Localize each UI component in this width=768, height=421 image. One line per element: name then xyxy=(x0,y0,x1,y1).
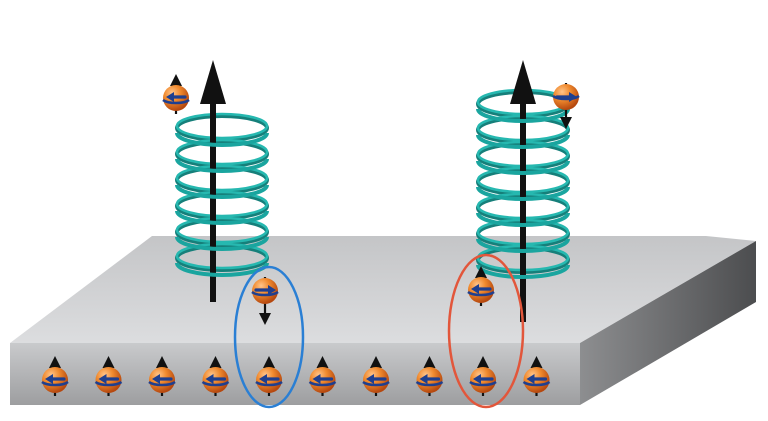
slab-side xyxy=(580,241,756,405)
highlight-ellipse-red xyxy=(447,253,525,409)
electron-spin-down xyxy=(552,83,580,129)
highlight-ellipse-blue xyxy=(233,265,305,409)
helix-left xyxy=(175,60,269,302)
electron-spin-up xyxy=(161,72,191,116)
electron-spin-down-entering xyxy=(251,277,279,325)
slab-top xyxy=(10,236,756,343)
field-arrow-left xyxy=(200,60,226,302)
field-arrow-right xyxy=(510,60,536,322)
